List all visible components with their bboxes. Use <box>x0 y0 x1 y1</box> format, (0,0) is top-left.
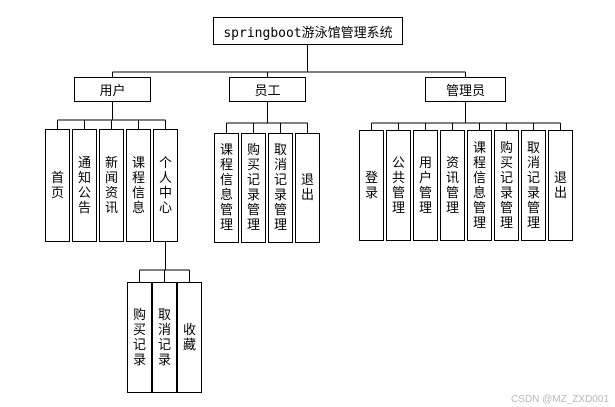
admin-item-logout: 退出 <box>548 130 573 241</box>
personal-item-cancel-records: 取消记录 <box>152 282 177 393</box>
user-item-news: 新闻资讯 <box>99 129 124 242</box>
user-item-notices: 通知公告 <box>72 129 97 242</box>
staff-item-course-management: 课程信息管理 <box>214 133 239 243</box>
admin-item-user-management: 用户管理 <box>413 130 438 241</box>
admin-item-cancel-records-management: 取消记录管理 <box>521 130 546 241</box>
personal-item-purchase-records: 购买记录 <box>127 282 152 393</box>
role-staff-node: 员工 <box>229 77 306 102</box>
admin-item-news-management: 资讯管理 <box>440 130 465 241</box>
admin-item-purchase-records-management: 购买记录管理 <box>494 130 519 241</box>
admin-item-course-management: 课程信息管理 <box>467 130 492 241</box>
role-user-node: 用户 <box>74 77 151 102</box>
user-item-courses: 课程信息 <box>126 129 151 242</box>
user-item-personal-center: 个人中心 <box>153 129 178 242</box>
root-title-node: springboot游泳馆管理系统 <box>213 17 403 45</box>
role-admin-node: 管理员 <box>425 77 506 102</box>
admin-item-login: 登录 <box>359 130 384 241</box>
admin-item-public-management: 公共管理 <box>386 130 411 241</box>
staff-item-purchase-records-management: 购买记录管理 <box>241 133 266 243</box>
watermark: CSDN @MZ_ZXD001 <box>511 394 609 405</box>
personal-item-favorites: 收藏 <box>177 282 202 393</box>
staff-item-cancel-records-management: 取消记录管理 <box>268 133 293 243</box>
staff-item-logout: 退出 <box>295 133 320 243</box>
user-item-home: 首页 <box>45 129 70 242</box>
